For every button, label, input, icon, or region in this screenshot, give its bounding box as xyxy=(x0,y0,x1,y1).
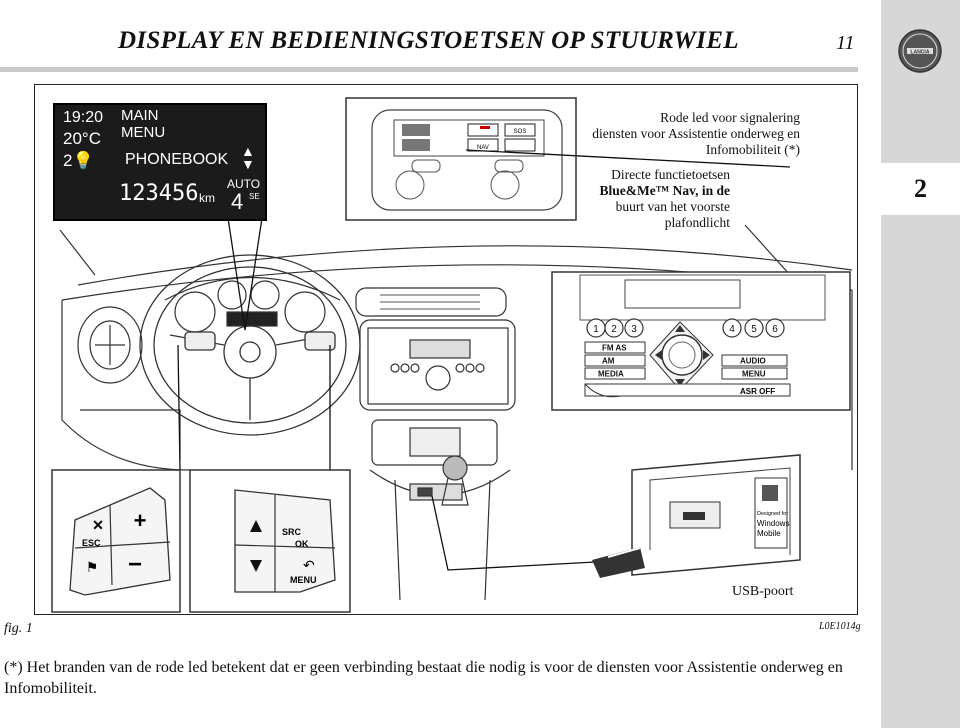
plus-icon: + xyxy=(134,508,147,533)
center-console xyxy=(355,287,516,601)
display-gear-suffix: SE xyxy=(249,192,260,201)
steering-right-pad: SRC OK ↶ MENU xyxy=(189,469,351,613)
menu-label: MENU xyxy=(290,575,317,585)
badge-line2: Windows xyxy=(757,519,789,528)
audio-button-label: AUDIO xyxy=(740,357,766,366)
minus-icon: − xyxy=(128,551,142,578)
radio-panel: 1 2 3 4 5 6 FM AS AM MEDIA AUDIO MENU AS… xyxy=(551,271,851,411)
display-temperature: 20°C xyxy=(63,129,101,148)
steering-wheel xyxy=(139,254,361,436)
windows-flag-icon: ⚑ xyxy=(86,559,99,575)
chapter-sidebar xyxy=(881,0,960,728)
src-label: SRC xyxy=(282,527,302,537)
ceiling-panel: NAV SOS xyxy=(345,97,577,221)
mute-icon: ✕ xyxy=(92,517,104,533)
preset-2: 2 xyxy=(611,324,617,335)
display-gear-mode: AUTO xyxy=(227,177,261,191)
display-scroll-icon: ▲▼ xyxy=(241,143,255,172)
preset-5: 5 xyxy=(751,324,757,335)
preset-1: 1 xyxy=(593,324,599,335)
chapter-tab: 2 xyxy=(881,163,960,215)
nav-label: NAV xyxy=(477,145,489,151)
display-gear: 4 xyxy=(231,189,244,214)
direct-keys-line3: buurt van het voorste xyxy=(615,199,730,214)
display-menu-line2: MENU xyxy=(121,124,166,141)
page-number: 11 xyxy=(836,32,855,54)
leader-lines xyxy=(177,149,791,571)
instrument-cluster xyxy=(164,276,341,333)
footnote: (*) Het branden van de rode led betekent… xyxy=(4,659,843,697)
esc-label: ESC xyxy=(82,538,101,548)
display-time: 19:20 xyxy=(63,109,104,126)
preset-6: 6 xyxy=(772,324,778,335)
figure-code: L0E1014g xyxy=(819,621,861,632)
red-led-line1: Rode led voor signalering xyxy=(660,110,800,125)
red-led-line3: Infomobiliteit (*) xyxy=(705,142,800,157)
phone-icon: ↶ xyxy=(303,557,315,573)
direct-keys-line4: plafondlicht xyxy=(664,215,730,230)
instrument-display: 19:20 20°C 2💡 MAIN MENU PHONEBOOK ▲▼ 123… xyxy=(53,103,267,221)
display-lights-icon: 2💡 xyxy=(63,151,94,170)
am-button-label: AM xyxy=(602,357,615,366)
badge-line1: Designed for xyxy=(757,511,788,517)
usb-module: Designed for Windows Mobile xyxy=(592,454,801,578)
display-selected-item: PHONEBOOK xyxy=(125,151,229,168)
down-arrow-icon xyxy=(250,560,262,572)
display-odometer-unit: km xyxy=(199,191,215,205)
usb-port-label: USB-poort xyxy=(732,584,794,599)
red-led xyxy=(480,126,490,129)
up-arrow-icon xyxy=(250,520,262,532)
page-title: DISPLAY EN BEDIENINGSTOETSEN OP STUURWIE… xyxy=(118,27,739,54)
media-button-label: MEDIA xyxy=(598,370,624,379)
sos-label: SOS xyxy=(514,129,527,135)
direct-keys-callout: Directe functietoetsen Blue&Me™ Nav, in … xyxy=(560,167,731,231)
menu-button-label: MENU xyxy=(742,370,766,379)
header-rule xyxy=(0,67,858,72)
lancia-logo: LANCIA xyxy=(898,29,942,73)
direct-keys-line2: Blue&Me™ Nav, in de xyxy=(599,183,731,198)
display-menu-line1: MAIN xyxy=(121,107,159,124)
asr-label: ASR OFF xyxy=(740,387,775,396)
logo-text: LANCIA xyxy=(911,49,930,55)
display-odometer: 123456 xyxy=(119,181,199,206)
preset-4: 4 xyxy=(729,324,735,335)
steering-left-pad: ESC + − ✕ ⚑ xyxy=(51,469,181,613)
fm-button-label: FM AS xyxy=(602,344,627,353)
direct-keys-line1: Directe functietoetsen xyxy=(611,167,730,182)
red-led-callout: Rode led voor signalering diensten voor … xyxy=(580,110,800,158)
preset-3: 3 xyxy=(631,324,637,335)
badge-line3: Mobile xyxy=(757,529,781,538)
red-led-line2: diensten voor Assistentie onderweg en xyxy=(592,126,800,141)
figure-label: fig. 1 xyxy=(4,621,33,636)
ok-label: OK xyxy=(295,539,309,549)
